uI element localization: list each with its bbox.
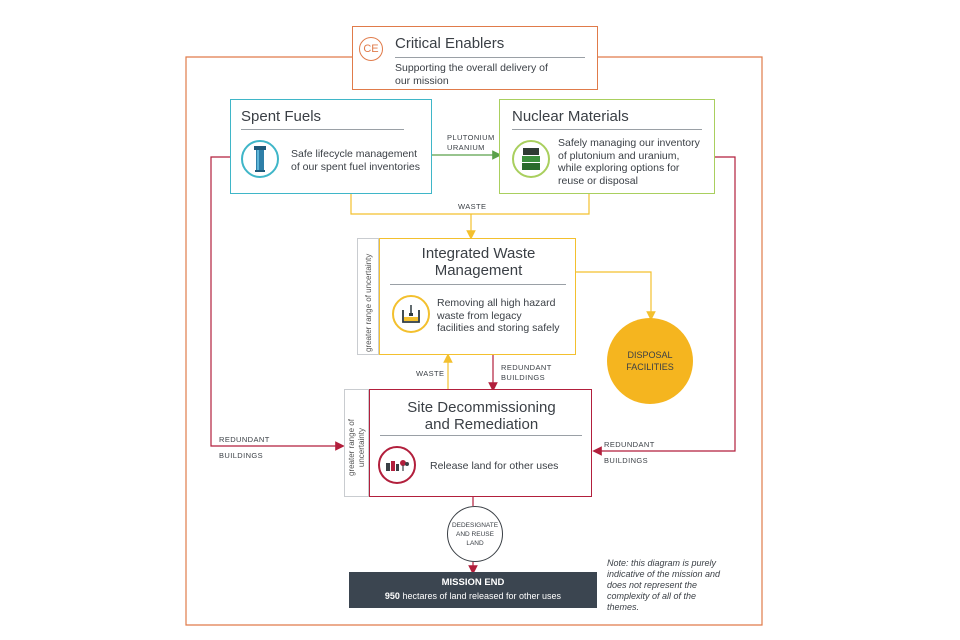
disposal-line1: DISPOSAL bbox=[627, 350, 673, 360]
waste-merge-line bbox=[350, 194, 590, 215]
ce-badge-icon: CE bbox=[359, 37, 383, 61]
nuclear-materials-rule bbox=[512, 129, 702, 130]
iwm-uncertainty-label: greater range of uncertainty bbox=[364, 253, 373, 352]
site-decommissioning-title: Site Decommissioning and Remediation bbox=[370, 399, 593, 433]
spent-fuels-box: Spent Fuels Safe lifecycle management of… bbox=[230, 99, 432, 194]
critical-enablers-title: Critical Enablers bbox=[395, 35, 505, 52]
waste-management-desc-line3: facilities and storing safely bbox=[437, 322, 560, 334]
iwm-uncertainty-box: greater range of uncertainty bbox=[357, 238, 379, 355]
spent-fuels-desc-line2: of our spent fuel inventories bbox=[291, 160, 420, 173]
disposal-line2: FACILITIES bbox=[626, 362, 674, 372]
nuclear-materials-desc: Safely managing our inventory of plutoni… bbox=[558, 137, 700, 187]
nuclear-materials-box: Nuclear Materials Safely managing our in… bbox=[499, 99, 715, 194]
redundant-right-label: REDUNDANT BUILDINGS bbox=[604, 437, 655, 469]
dedesignate-circle: DEDESIGNATE AND REUSE LAND bbox=[447, 506, 503, 562]
waste-management-rule bbox=[390, 284, 566, 285]
redundant-right-line1: REDUNDANT bbox=[604, 440, 655, 449]
spent-fuels-title: Spent Fuels bbox=[241, 108, 322, 125]
site-uncertainty-line2: uncertainty bbox=[357, 427, 366, 468]
critical-enablers-box: CE Critical Enablers Supporting the over… bbox=[352, 26, 598, 90]
note-line3: does not represent the bbox=[607, 580, 698, 590]
waste-management-desc: Removing all high hazard waste from lega… bbox=[437, 297, 560, 335]
dedesignate-line3: LAND bbox=[466, 539, 484, 547]
site-decommissioning-title-line2: and Remediation bbox=[424, 416, 539, 433]
to-disposal-line bbox=[576, 271, 656, 321]
waste-management-title-line2: Management bbox=[434, 262, 523, 279]
critical-enablers-rule bbox=[395, 57, 585, 58]
nuclear-materials-desc-line1: Safely managing our inventory bbox=[558, 137, 700, 149]
site-decommissioning-title-line1: Site Decommissioning bbox=[407, 399, 556, 416]
site-uncertainty-box: greater range of uncertainty bbox=[344, 389, 369, 497]
redundant-mid-label: REDUNDANT BUILDINGS bbox=[501, 363, 552, 383]
critical-enablers-desc-line1: Supporting the overall delivery of bbox=[395, 62, 548, 74]
redundant-left-label: REDUNDANT BUILDINGS bbox=[219, 432, 270, 464]
redundant-left-line bbox=[210, 156, 345, 451]
site-decommissioning-box: Site Decommissioning and Remediation Rel… bbox=[369, 389, 592, 497]
outer-frame bbox=[185, 56, 763, 626]
redundant-left-line1: REDUNDANT bbox=[219, 435, 270, 444]
site-decommissioning-desc: Release land for other uses bbox=[430, 460, 559, 472]
waste-management-box: Integrated Waste Management Removing all… bbox=[379, 238, 576, 355]
containers-icon bbox=[512, 140, 550, 178]
nuclear-materials-title: Nuclear Materials bbox=[512, 108, 629, 125]
waste-management-desc-line2: waste from legacy bbox=[437, 309, 522, 322]
fuel-rod-icon bbox=[241, 140, 279, 178]
redundant-right-line bbox=[592, 156, 736, 456]
spent-fuels-desc: Safe lifecycle management of our spent f… bbox=[291, 148, 420, 173]
land-release-icon bbox=[378, 446, 416, 484]
critical-enablers-desc: Supporting the overall delivery of our m… bbox=[395, 62, 548, 87]
mission-end-bar: MISSION END 950 hectares of land release… bbox=[349, 572, 597, 608]
mission-end-title: MISSION END bbox=[441, 577, 505, 588]
site-uncertainty-label: greater range of uncertainty bbox=[347, 419, 367, 476]
nuclear-materials-desc-line2: of plutonium and uranium, bbox=[558, 149, 680, 162]
waste-management-desc-line1: Removing all high hazard bbox=[437, 297, 556, 309]
redundant-mid-line1: REDUNDANT bbox=[501, 363, 552, 372]
waste-up-label: WASTE bbox=[416, 369, 445, 378]
waste-top-label: WASTE bbox=[458, 202, 487, 211]
note-line5: themes. bbox=[607, 602, 640, 612]
uranium-label: URANIUM bbox=[447, 143, 485, 152]
waste-management-title: Integrated Waste Management bbox=[380, 245, 577, 279]
mission-end-subtitle: 950 hectares of land released for other … bbox=[349, 591, 597, 601]
nuclear-materials-desc-line3: while exploring options for bbox=[558, 162, 680, 174]
mission-end-text: hectares of land released for other uses bbox=[399, 591, 562, 601]
ce-badge-text: CE bbox=[363, 43, 379, 55]
critical-enablers-desc-line2: our mission bbox=[395, 74, 449, 87]
mission-end-number: 950 bbox=[384, 591, 400, 601]
waste-management-title-line1: Integrated Waste bbox=[421, 245, 536, 262]
disposal-facilities-circle: DISPOSAL FACILITIES bbox=[607, 318, 693, 404]
note-line4: complexity of all of the bbox=[607, 591, 697, 601]
site-uncertainty-line1: greater range of bbox=[347, 419, 356, 476]
dedesignate-line1: DEDESIGNATE bbox=[451, 521, 499, 529]
waste-pond-icon bbox=[392, 295, 430, 333]
note-line2: indicative of the mission and bbox=[607, 569, 721, 579]
note-text: Note: this diagram is purely indicative … bbox=[607, 558, 720, 613]
nuclear-materials-desc-line4: reuse or disposal bbox=[558, 174, 638, 187]
redundant-left-line2: BUILDINGS bbox=[219, 451, 264, 460]
spent-fuels-desc-line1: Safe lifecycle management bbox=[291, 148, 418, 160]
redundant-right-line2: BUILDINGS bbox=[604, 456, 649, 465]
spent-fuels-rule bbox=[241, 129, 404, 130]
note-line1: Note: this diagram is purely bbox=[607, 558, 717, 568]
plutonium-label: PLUTONIUM bbox=[447, 133, 495, 142]
redundant-mid-line2: BUILDINGS bbox=[501, 373, 546, 382]
plutonium-uranium-label: PLUTONIUM URANIUM bbox=[447, 133, 495, 153]
dedesignate-line2: AND REUSE bbox=[456, 530, 494, 538]
site-decommissioning-rule bbox=[380, 435, 582, 436]
